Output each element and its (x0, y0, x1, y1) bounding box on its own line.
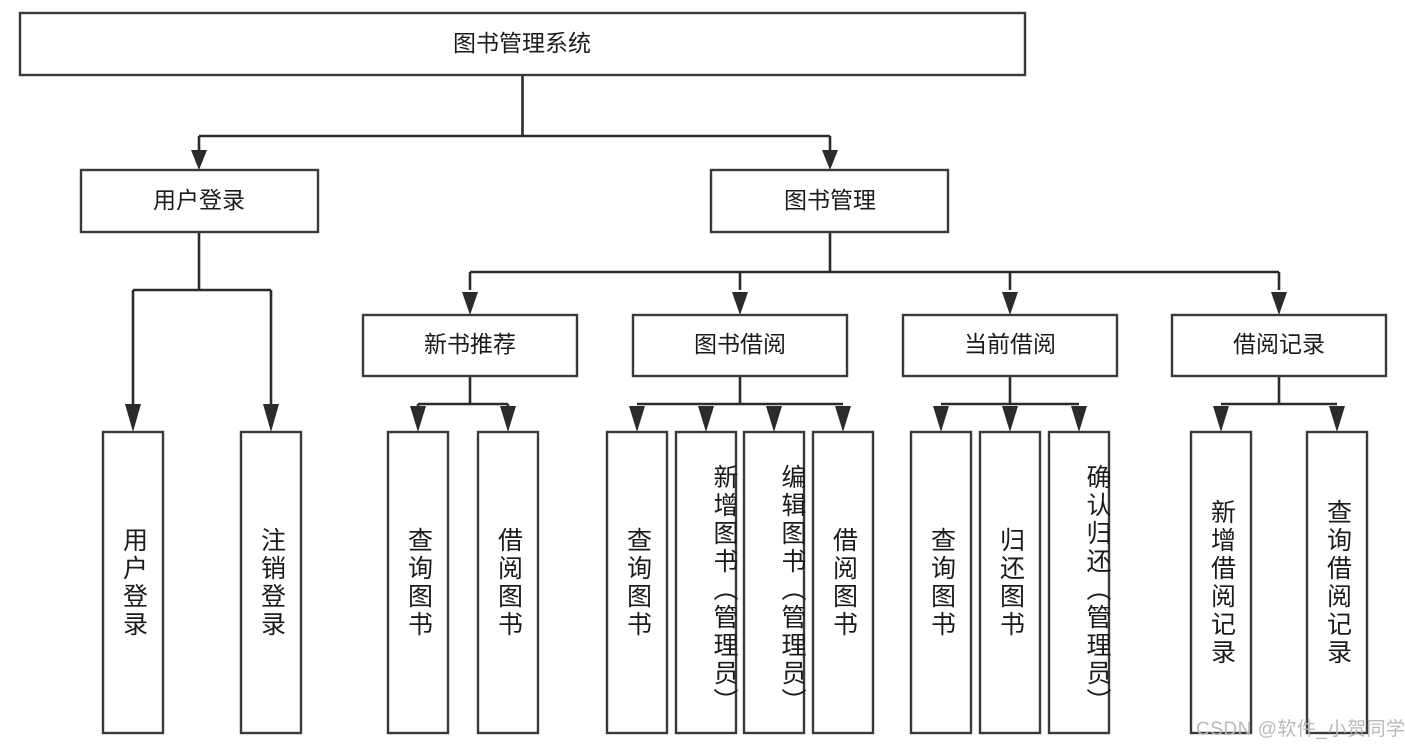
arrowhead-borrow-record (1271, 292, 1287, 315)
leaf-query-book-1-box[interactable] (386, 430, 450, 735)
node-book-management-box[interactable] (709, 168, 950, 234)
connector-group-book-borrow (629, 376, 851, 432)
arrowhead-new-book-recommend (462, 292, 478, 315)
leaf-boxes (101, 430, 1369, 735)
node-book-management[interactable]: 图书管理 (709, 168, 950, 234)
node-current-borrow-box[interactable] (901, 313, 1119, 378)
connector-group-current-borrow (933, 376, 1087, 432)
connector-group-book-management (462, 232, 1287, 315)
arrowhead-leaf-logout-login (263, 404, 279, 432)
arrowhead-book-management (822, 150, 838, 170)
leaf-confirm-return-box[interactable] (1047, 430, 1111, 735)
node-book-borrow[interactable]: 图书借阅 (631, 313, 849, 378)
leaf-borrow-book-2-box[interactable] (811, 430, 875, 735)
node-book-borrow-box[interactable] (631, 313, 849, 378)
node-root[interactable]: 图书管理系统 (18, 11, 1027, 77)
leaf-user-login-box[interactable] (101, 430, 165, 735)
connector-group-new-book-recommend (410, 376, 516, 432)
node-user-login-label: 用户登录 (153, 187, 245, 213)
watermark-text: CSDN @软件_小贺同学 (1196, 719, 1405, 740)
node-current-borrow-label: 当前借阅 (964, 331, 1056, 357)
arrowhead-leaf-query-book-3 (933, 406, 949, 432)
arrowhead-leaf-borrow-book-2 (835, 406, 851, 432)
node-root-label: 图书管理系统 (453, 30, 591, 56)
arrowhead-leaf-user-login (125, 404, 141, 432)
node-borrow-record[interactable]: 借阅记录 (1170, 313, 1388, 378)
leaf-add-record-box[interactable] (1189, 430, 1253, 735)
node-new-book-recommend-label: 新书推荐 (424, 331, 516, 357)
connector-group-user-login (125, 232, 279, 432)
leaf-edit-book-box[interactable] (742, 430, 806, 735)
arrowhead-leaf-confirm-return (1071, 406, 1087, 432)
arrowhead-leaf-add-book (698, 406, 714, 432)
node-new-book-recommend-box[interactable] (361, 313, 579, 378)
node-root-box[interactable] (18, 11, 1027, 77)
node-user-login[interactable]: 用户登录 (79, 168, 320, 234)
node-current-borrow[interactable]: 当前借阅 (901, 313, 1119, 378)
node-book-borrow-label: 图书借阅 (694, 331, 786, 357)
arrowhead-user-login (191, 150, 207, 170)
leaf-borrow-book-1-box[interactable] (476, 430, 540, 735)
leaf-add-book-box[interactable] (674, 430, 738, 735)
arrowhead-current-borrow (1002, 292, 1018, 315)
leaf-query-book-2-box[interactable] (605, 430, 669, 735)
node-borrow-record-label: 借阅记录 (1233, 331, 1325, 357)
node-user-login-box[interactable] (79, 168, 320, 234)
arrowhead-leaf-edit-book (766, 406, 782, 432)
arrowhead-leaf-query-book-1 (410, 406, 426, 432)
leaf-logout-login-box[interactable] (239, 430, 303, 735)
leaf-query-record-box[interactable] (1305, 430, 1369, 735)
connector-group-root (191, 75, 838, 170)
node-book-management-label: 图书管理 (784, 187, 876, 213)
arrowhead-leaf-add-record (1213, 406, 1229, 432)
arrowhead-book-borrow (732, 292, 748, 315)
arrowhead-leaf-query-book-2 (629, 406, 645, 432)
node-borrow-record-box[interactable] (1170, 313, 1388, 378)
leaf-return-book-box[interactable] (978, 430, 1042, 735)
arrowhead-leaf-query-record (1329, 406, 1345, 432)
node-new-book-recommend[interactable]: 新书推荐 (361, 313, 579, 378)
leaf-query-book-3-box[interactable] (909, 430, 973, 735)
arrowhead-leaf-return-book (1002, 406, 1018, 432)
connector-group-borrow-record (1213, 376, 1345, 432)
arrowhead-leaf-borrow-book-1 (500, 406, 516, 432)
